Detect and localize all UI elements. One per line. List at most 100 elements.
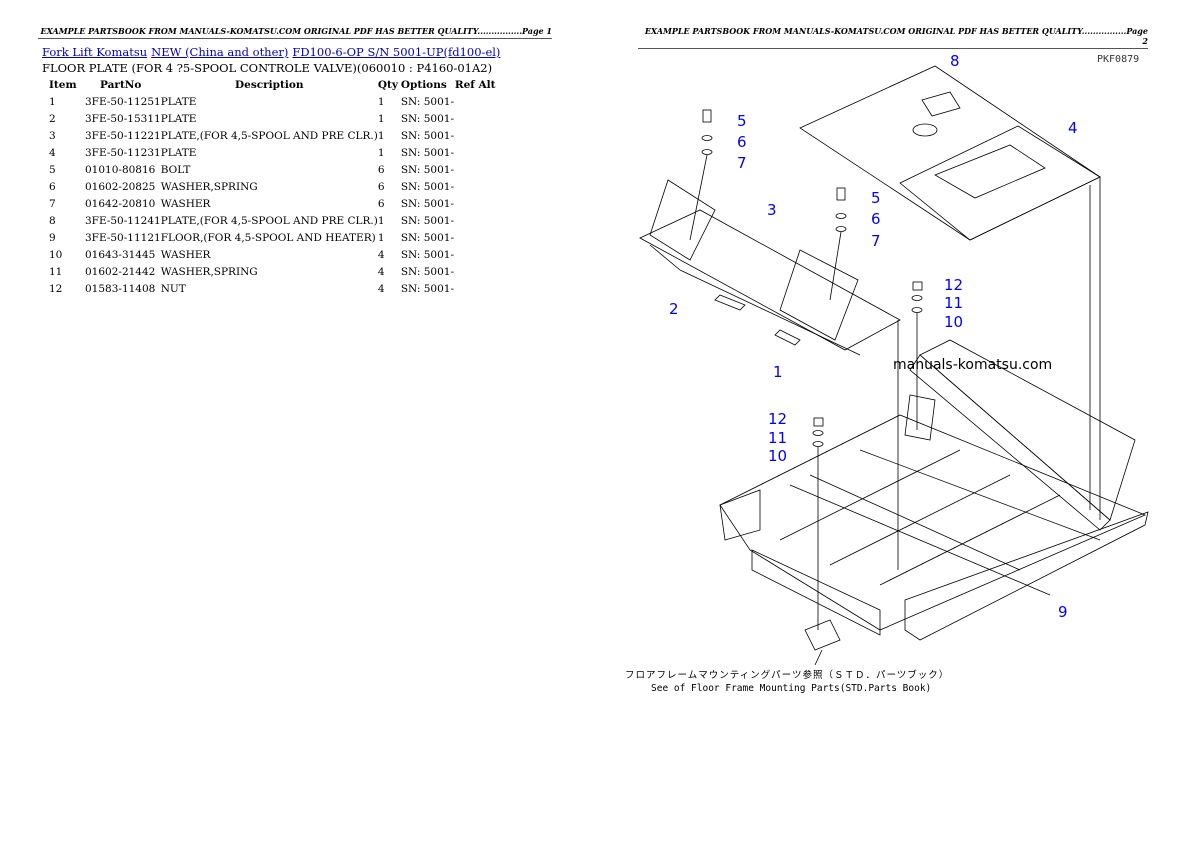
table-row: 5 01010-80816 BOLT 6 SN: 5001- — [42, 161, 495, 178]
callout-9: 9 — [1058, 603, 1068, 621]
col-refalt: Ref Alt — [454, 79, 496, 91]
col-qty: Qty — [377, 79, 398, 91]
col-description: Description — [235, 79, 304, 91]
callout-11b: 11 — [768, 429, 787, 447]
callout-11: 11 — [944, 294, 963, 312]
cell-options: SN: 5001- — [400, 163, 455, 176]
cell-item: 2 — [49, 112, 56, 125]
cell-qty: 1 — [377, 129, 385, 142]
table-header-row: Item PartNo Description Qty Options Ref … — [42, 77, 495, 93]
callout-7b: 7 — [871, 232, 881, 250]
cell-partno: 01583-11408 — [85, 282, 156, 295]
cell-qty: 6 — [377, 180, 385, 193]
cell-item: 5 — [49, 163, 56, 176]
cell-options: SN: 5001- — [400, 112, 455, 125]
cell-description: PLATE,(FOR 4,5-SPOOL AND PRE CLR.) — [160, 214, 378, 227]
drawing-code: PKF0879 — [1097, 54, 1139, 65]
cell-partno: 01642-20810 — [85, 197, 156, 210]
cell-options: SN: 5001- — [400, 180, 455, 193]
cell-description: BOLT — [160, 163, 191, 176]
cell-partno: 3FE-50-11231 — [85, 146, 161, 159]
cell-description: WASHER,SPRING — [160, 180, 258, 193]
col-item: Item — [49, 79, 77, 91]
cell-description: NUT — [160, 282, 186, 295]
cell-description: FLOOR,(FOR 4,5-SPOOL AND HEATER) — [160, 231, 376, 244]
cell-description: PLATE — [160, 95, 197, 108]
cell-partno: 01643-31445 — [85, 248, 156, 261]
floor-frame-9-drawing — [719, 339, 1149, 666]
cell-partno: 3FE-50-11251 — [85, 95, 161, 108]
parts-table: Item PartNo Description Qty Options Ref … — [42, 77, 495, 297]
cell-description: WASHER — [160, 248, 211, 261]
callout-6b: 6 — [871, 210, 881, 228]
callout-6: 6 — [737, 133, 747, 151]
page1-header: EXAMPLE PARTSBOOK FROM MANUALS-KOMATSU.C… — [38, 26, 552, 39]
breadcrumb-link-model[interactable]: FD100-6-OP S/N 5001-UP(fd100-el) — [292, 45, 501, 59]
cell-description: PLATE — [160, 146, 197, 159]
cell-partno: 3FE-50-11121 — [85, 231, 161, 244]
cell-item: 1 — [49, 95, 56, 108]
page-title: FLOOR PLATE (FOR 4 ?5-SPOOL CONTROLE VAL… — [42, 61, 493, 75]
cell-partno: 01602-21442 — [85, 265, 156, 278]
page2-header: EXAMPLE PARTSBOOK FROM MANUALS-KOMATSU.C… — [638, 26, 1148, 49]
cell-qty: 4 — [377, 282, 385, 295]
cell-description: WASHER,SPRING — [160, 265, 258, 278]
callout-labels: 8 4 5 6 7 3 5 6 7 2 1 12 11 10 12 11 10 … — [669, 52, 1078, 621]
callout-5b: 5 — [871, 189, 881, 207]
cell-partno: 01602-20825 — [85, 180, 156, 193]
cell-item: 9 — [49, 231, 56, 244]
cell-qty: 1 — [377, 112, 385, 125]
callout-12: 12 — [944, 276, 963, 294]
cell-qty: 6 — [377, 197, 385, 210]
cell-partno: 01010-80816 — [85, 163, 156, 176]
note-english: See of Floor Frame Mounting Parts(STD.Pa… — [651, 683, 931, 694]
cell-options: SN: 5001- — [400, 95, 455, 108]
cell-qty: 4 — [377, 265, 385, 278]
callout-1: 1 — [773, 363, 783, 381]
cell-options: SN: 5001- — [400, 248, 455, 261]
cell-item: 11 — [49, 265, 63, 278]
cell-options: SN: 5001- — [400, 146, 455, 159]
col-options: Options — [400, 79, 447, 91]
plate-3-drawing — [639, 179, 901, 356]
callout-2: 2 — [669, 300, 679, 318]
cell-item: 3 — [49, 129, 56, 142]
watermark: manuals-komatsu.com — [893, 357, 1052, 373]
cell-qty: 1 — [377, 95, 385, 108]
callout-3: 3 — [767, 201, 777, 219]
cell-qty: 1 — [377, 146, 385, 159]
callout-8: 8 — [950, 52, 960, 70]
cell-qty: 1 — [377, 214, 385, 227]
callout-5: 5 — [737, 112, 747, 130]
cell-options: SN: 5001- — [400, 265, 455, 278]
cell-partno: 3FE-50-11221 — [85, 129, 161, 142]
callout-10b: 10 — [768, 447, 787, 465]
cell-options: SN: 5001- — [400, 214, 455, 227]
cell-qty: 6 — [377, 163, 385, 176]
callout-10: 10 — [944, 313, 963, 331]
breadcrumb-link-region[interactable]: NEW (China and other) — [151, 45, 289, 59]
breadcrumb-link-fork-lift[interactable]: Fork Lift Komatsu — [42, 45, 148, 59]
cell-description: PLATE — [160, 112, 197, 125]
cell-partno: 3FE-50-11241 — [85, 214, 161, 227]
callout-4: 4 — [1068, 119, 1078, 137]
cell-options: SN: 5001- — [400, 129, 455, 142]
cell-qty: 4 — [377, 248, 385, 261]
cell-item: 12 — [49, 282, 63, 295]
table-row: 11 01602-21442 WASHER,SPRING 4 SN: 5001- — [42, 263, 495, 280]
cell-options: SN: 5001- — [400, 197, 455, 210]
cell-options: SN: 5001- — [400, 282, 455, 295]
cell-description: WASHER — [160, 197, 211, 210]
cell-item: 8 — [49, 214, 56, 227]
cell-partno: 3FE-50-15311 — [85, 112, 161, 125]
cell-item: 6 — [49, 180, 56, 193]
